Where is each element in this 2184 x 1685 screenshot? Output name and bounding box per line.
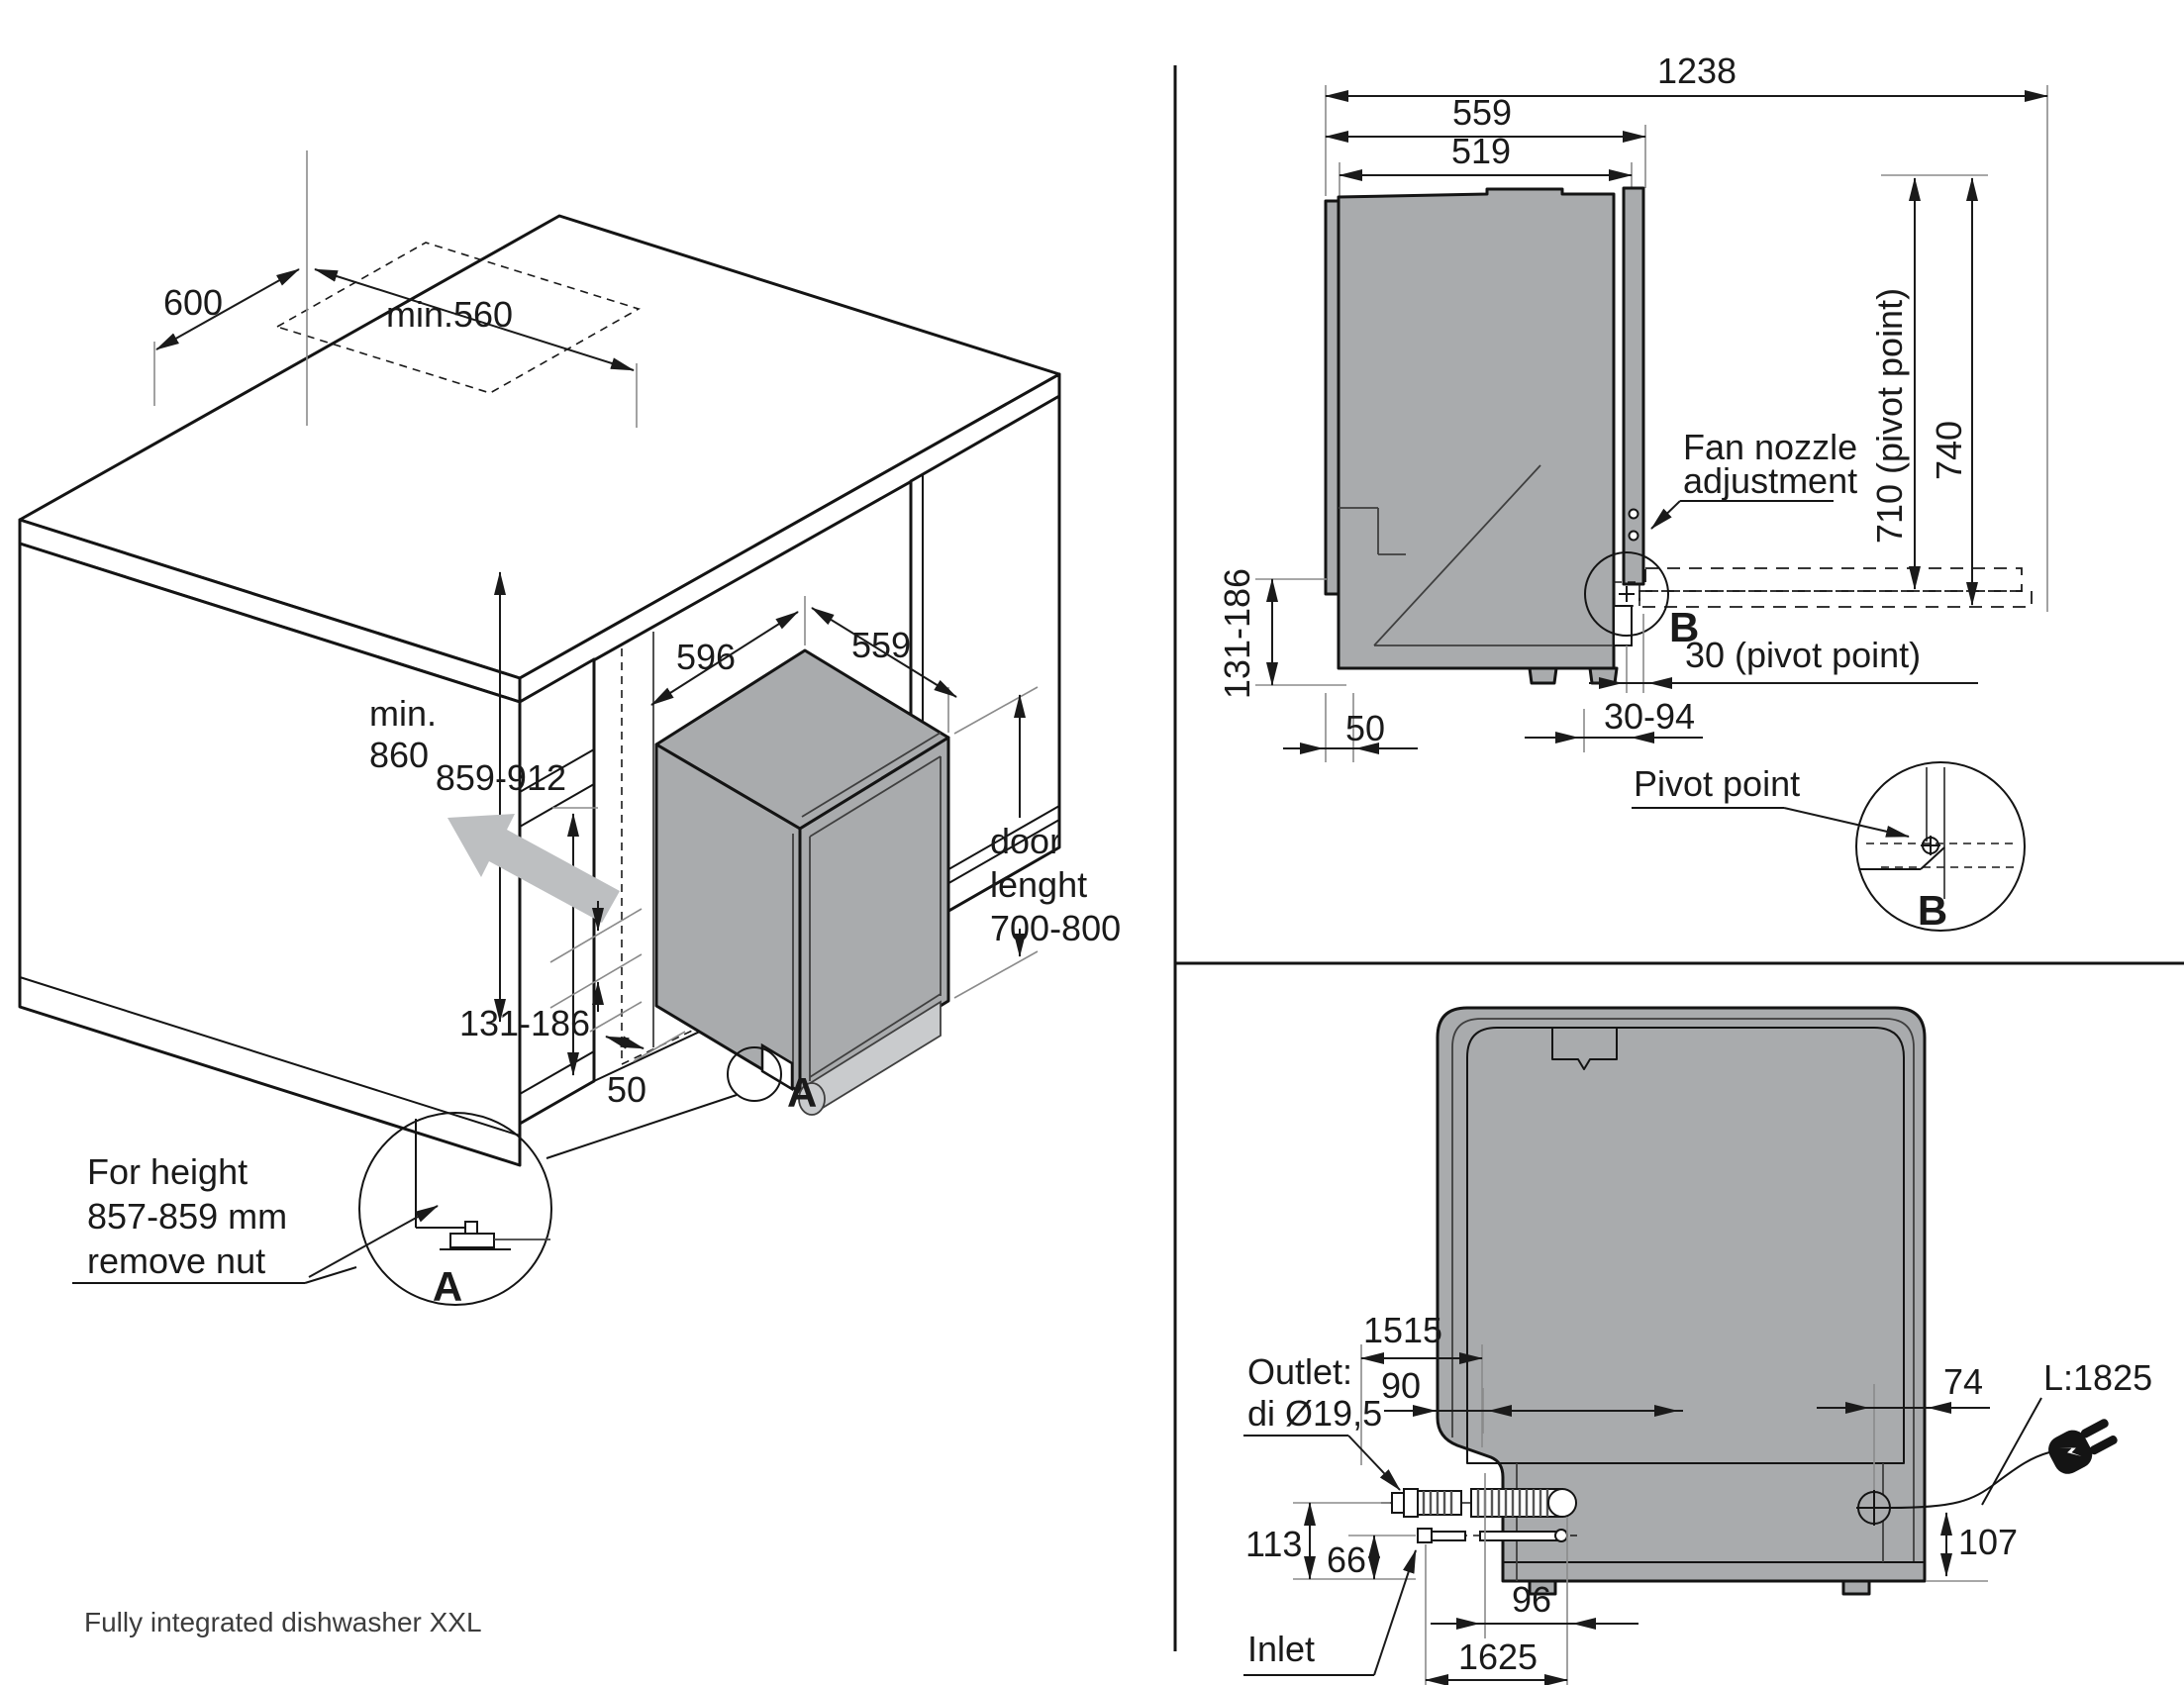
dim-710: 710 (pivot point) [1869,174,1988,590]
inlet-label: Inlet [1247,1629,1315,1669]
inlet-hose [1417,1528,1577,1543]
dim-519-label: 519 [1451,131,1511,171]
dim-50-side: 50 [1283,693,1418,762]
door-length-line2: lenght [990,864,1087,905]
dim-1625-label: 1625 [1458,1636,1538,1677]
dim-559-side: 559 [1325,92,1646,188]
dim-559-side-label: 559 [1452,92,1512,133]
pivot-point-note: Pivot point [1632,763,1910,838]
detail-a-callout: A A [308,1046,817,1310]
page-caption: Fully integrated dishwasher XXL [84,1607,482,1637]
fan-note-line1: Fan nozzle [1683,427,1857,467]
dim-96: 96 [1431,1473,1638,1685]
detail-b-zoom-label: B [1918,887,1947,934]
detail-b-callout: B [1584,551,1699,650]
dim-519: 519 [1339,131,1633,196]
dim-1515-label: 1515 [1363,1310,1442,1350]
plug-icon [2048,1419,2118,1474]
dim-90: 90 [1381,1365,1683,1434]
dim-740-label: 740 [1929,421,1969,480]
side-view: 1238 559 519 [1217,50,2048,934]
dim-min560: min.560 [314,268,638,428]
outlet-line2: di Ø19,5 [1247,1393,1382,1434]
pivot-point-symbol [1613,581,1640,607]
dim-710-label: 710 (pivot point) [1869,288,1910,544]
dim-30-label: 30 (pivot point) [1685,635,1921,675]
dim-30-pivot: 30 (pivot point) [1589,614,1978,693]
dim-min860: min. 860 [369,571,506,1023]
dim-plinth-side-label: 131-186 [1217,568,1257,699]
fan-nozzle-note: Fan nozzle adjustment [1650,427,1857,530]
detail-b-ref-label: B [1669,604,1699,650]
dim-96-label: 96 [1512,1579,1551,1620]
detail-a-ref-label: A [787,1069,817,1116]
dim-30-94: 30-94 [1525,696,1703,752]
dim-559-iso-label: 559 [851,625,911,665]
dim-66-label: 66 [1327,1539,1366,1580]
rear-body [1436,1006,1927,1583]
detail-a-foot-drawing: A [308,1119,550,1310]
dim-1515: 1515 [1360,1310,1483,1465]
dim-30-94-label: 30-94 [1604,696,1695,737]
dim-1625: 1625 [1425,1544,1568,1685]
dim-90-label: 90 [1381,1365,1421,1406]
outlet-line1: Outlet: [1247,1351,1352,1392]
outlet-hose [1381,1488,1577,1518]
dim-1238: 1238 [1325,50,2048,612]
isometric-installation-view: 600 min.560 min. 860 859-912 [18,150,1121,1310]
dim-596: 596 [650,596,806,706]
dim-600-label: 600 [163,282,223,323]
power-cord: L:1825 [1856,1357,2152,1526]
dishwasher-side-body [1324,186,1645,685]
dim-50-iso-label: 50 [607,1069,646,1110]
pivot-point-label: Pivot point [1634,763,1800,804]
dim-plinth-side: 131-186 [1217,568,1346,699]
dishwasher-box [654,648,950,1116]
dim-113: 113 [1245,1502,1416,1580]
dim-859-912: 859-912 [436,757,598,1076]
dim-859-912-label: 859-912 [436,757,566,798]
dim-559-iso: 559 [811,607,957,733]
dim-74: 74 [1817,1361,1990,1490]
door-length-line1: door [990,821,1061,861]
door-length-line3: 700-800 [990,908,1121,948]
dim-600: 600 [153,150,308,426]
dim-740: 740 [1929,177,1978,606]
dim-107: 107 [1926,1512,2018,1582]
dim-1238-label: 1238 [1657,50,1737,91]
detail-b-zoom: B [1855,761,2026,934]
fan-note-line2: adjustment [1683,460,1857,501]
dim-66: 66 [1327,1535,1416,1580]
dim-min-label: min. [369,693,437,734]
note-line2: 857-859 mm [87,1196,287,1237]
dim-plinth-iso-label: 131-186 [459,1003,590,1043]
dim-74-label: 74 [1943,1361,1983,1402]
dim-50-iso: 50 [589,1001,686,1110]
outlet-note: Outlet: di Ø19,5 [1243,1351,1401,1491]
detail-a-label: A [433,1263,462,1310]
dim-860-label: 860 [369,735,429,775]
dim-596-label: 596 [676,637,736,677]
height-note: For height 857-859 mm remove nut [72,1151,357,1284]
dim-113-label: 113 [1245,1524,1302,1564]
note-line3: remove nut [87,1240,265,1281]
dim-107-label: 107 [1958,1522,2018,1562]
dim-min560-label: min.560 [386,294,513,335]
inlet-note: Inlet [1243,1549,1417,1676]
insertion-arrow-icon [447,814,620,923]
open-door-dashed [1638,567,2033,608]
dim-50-side-label: 50 [1345,708,1385,748]
dim-door-length: door lenght 700-800 [953,686,1121,999]
note-line1: For height [87,1151,248,1192]
panel-dividers [1173,65,2184,1651]
rear-view: L:1825 [1243,1006,2152,1685]
dim-plinth-iso: 131-186 [459,901,643,1043]
cord-length-label: L:1825 [2043,1357,2152,1398]
